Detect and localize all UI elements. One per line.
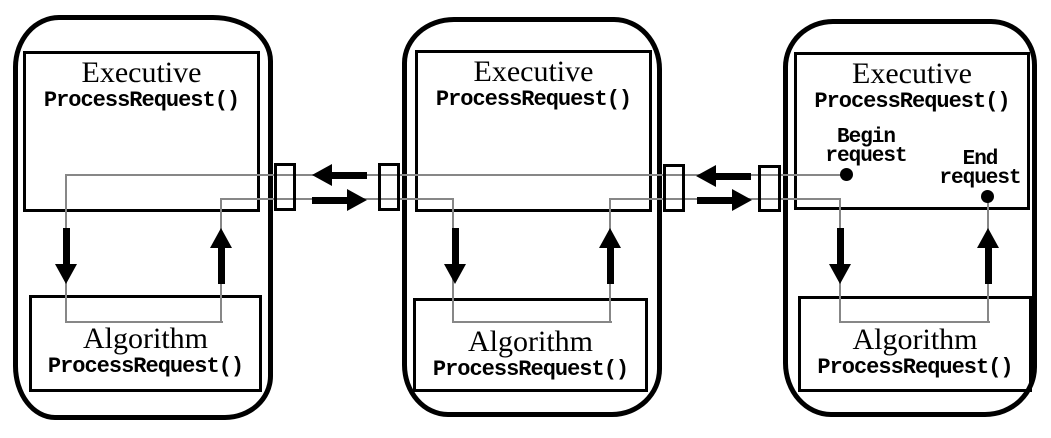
algorithm-method: ProcessRequest() [817,355,1013,380]
executive-box: Executive ProcessRequest() [23,51,260,212]
arrow-shaft [62,228,70,265]
request-left-arrow-icon [696,165,751,187]
arrow-head [829,264,851,284]
algorithm-title: Algorithm [83,322,208,355]
arrow-head [599,228,621,248]
flow-line-segment [453,321,612,323]
call-down-arrow-icon [444,228,466,284]
arrow-shaft [331,171,367,179]
end-request-line2: request [939,167,1021,190]
flow-line-segment [66,321,223,323]
return-right-arrow-icon [697,189,752,211]
arrow-shaft [836,228,844,265]
algorithm-box: Algorithm ProcessRequest() [29,295,262,392]
call-down-arrow-icon [829,228,851,284]
end-request-line1: End [962,148,999,171]
component-box [402,17,662,417]
executive-title: Executive [852,57,972,90]
begin-request-line1: Begin [836,126,896,149]
call-down-arrow-icon [55,228,77,284]
arrow-head [696,165,716,187]
port-connector [663,164,685,212]
arrow-shaft [984,247,992,284]
executive-title: Executive [81,56,202,89]
request-left-arrow-icon [312,164,367,186]
arrow-head [347,189,367,211]
executive-method: ProcessRequest() [435,87,632,112]
algorithm-method: ProcessRequest() [432,357,629,382]
executive-title: Executive [473,55,594,88]
executive-method: ProcessRequest() [43,88,240,113]
arrow-head [977,228,999,248]
return-up-arrow-icon [210,228,232,284]
arrow-shaft [217,247,225,284]
executive-method: ProcessRequest() [814,89,1010,114]
executive-box: Executive ProcessRequest() [415,50,652,212]
algorithm-title: Algorithm [468,325,593,358]
arrow-head [444,264,466,284]
begin-request-label: Begin request [796,126,936,168]
port-connector [274,163,296,211]
algorithm-box: Algorithm ProcessRequest() [798,296,1032,392]
arrow-head [312,164,332,186]
flow-line-segment [66,174,847,176]
return-up-arrow-icon [977,228,999,284]
return-right-arrow-icon [312,189,367,211]
arrow-shaft [451,228,459,265]
arrow-head [55,264,77,284]
port-connector [758,165,781,212]
arrow-shaft [715,172,751,180]
executive-box: Executive ProcessRequest() [794,52,1030,210]
begin-request-dot [840,168,853,181]
port-connector [378,163,400,211]
end-request-dot [981,190,994,203]
end-request-label: End request [910,148,1050,190]
component-box [13,15,273,420]
algorithm-box: Algorithm ProcessRequest() [413,298,648,392]
component-box [783,19,1037,417]
algorithm-method: ProcessRequest() [47,354,244,379]
begin-request-line2: request [825,145,907,168]
arrow-head [732,189,752,211]
return-up-arrow-icon [599,228,621,284]
arrow-shaft [697,196,733,204]
algorithm-title: Algorithm [852,323,978,356]
arrow-head [210,228,232,248]
arrow-shaft [312,196,348,204]
arrow-shaft [606,247,614,284]
flow-line-segment [840,321,990,323]
